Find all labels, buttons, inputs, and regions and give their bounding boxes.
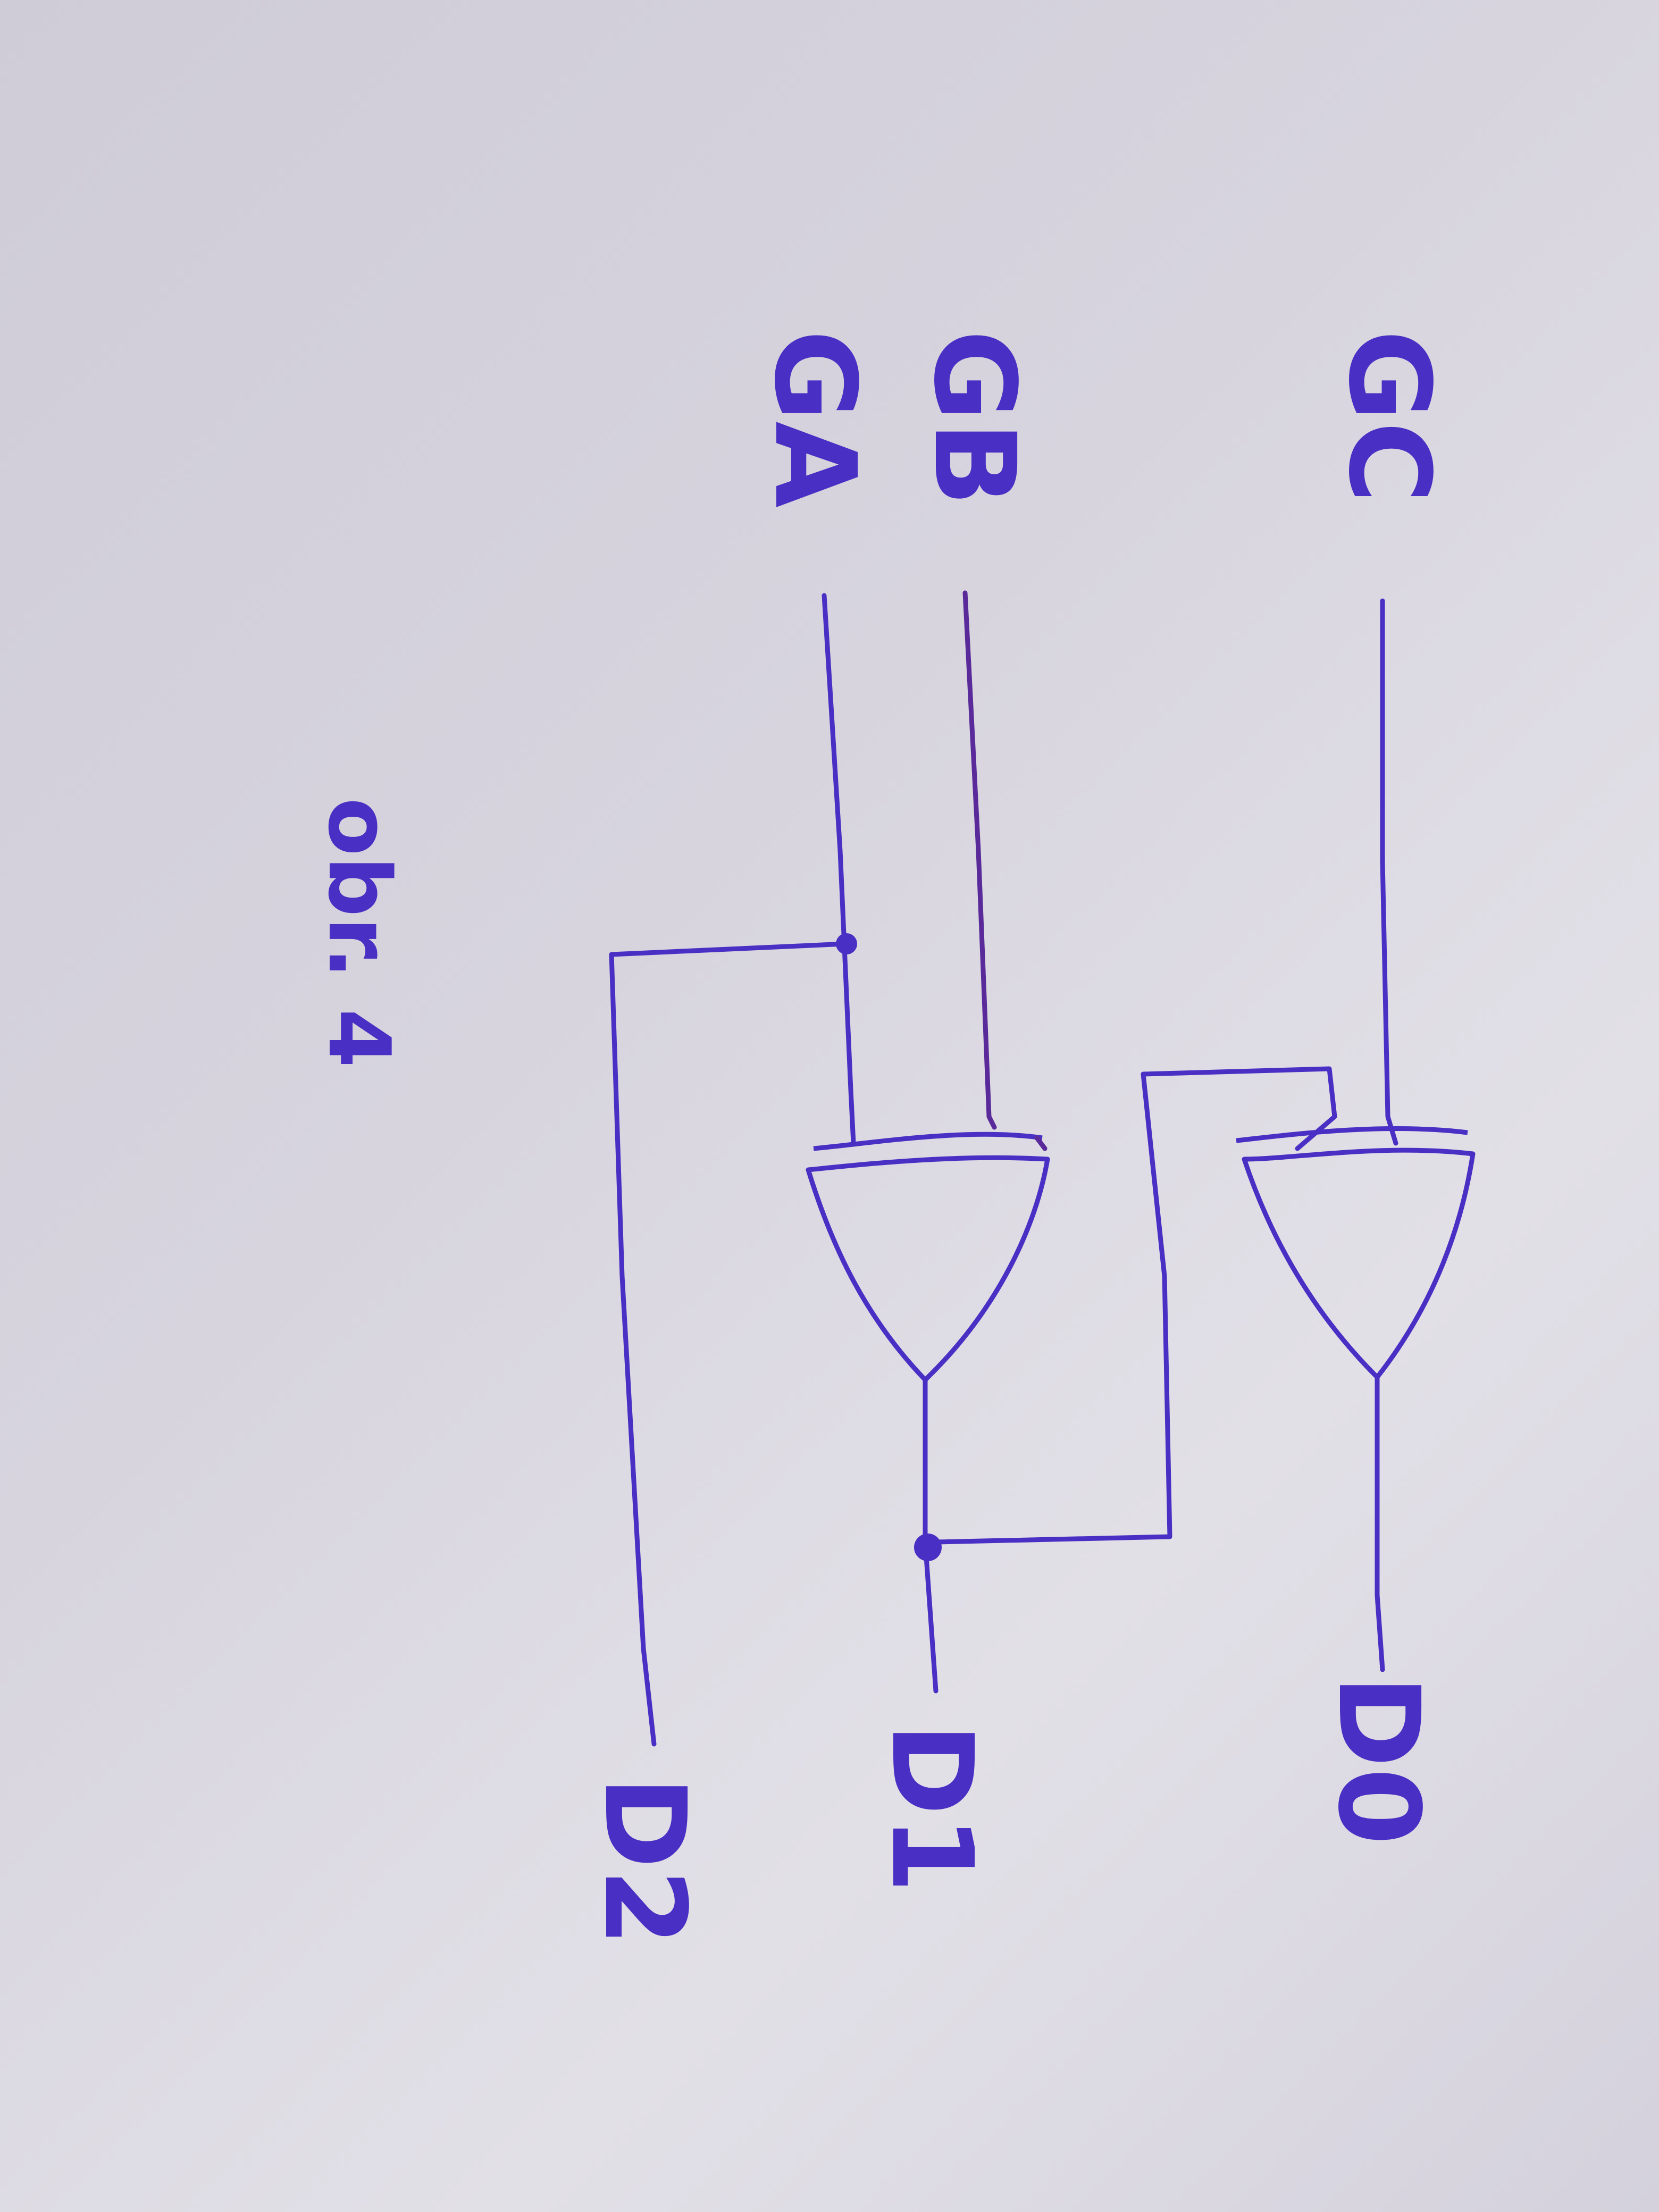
label-ga: GA xyxy=(750,330,880,508)
wire-d0 xyxy=(1375,1375,1385,1672)
figure-caption: obr. 4 xyxy=(309,798,409,1068)
xor-bottom-tick xyxy=(1034,1135,1048,1151)
xor-gate-bottom xyxy=(806,1132,1050,1382)
wire-ga xyxy=(822,593,856,1146)
label-d1: D1 xyxy=(867,1723,997,1893)
wire-gc xyxy=(1380,598,1398,1146)
wire-gb xyxy=(962,590,997,1130)
label-gc: GC xyxy=(1324,330,1454,503)
label-d2: D2 xyxy=(580,1776,710,1946)
wire-feedback xyxy=(933,1066,1337,1545)
label-d0: D0 xyxy=(1313,1675,1444,1845)
junction-ga xyxy=(836,933,857,954)
wire-d2 xyxy=(609,941,848,1747)
junction-d1 xyxy=(914,1534,942,1561)
label-gb: GB xyxy=(909,330,1040,506)
xor-gate-top xyxy=(1236,1126,1476,1380)
